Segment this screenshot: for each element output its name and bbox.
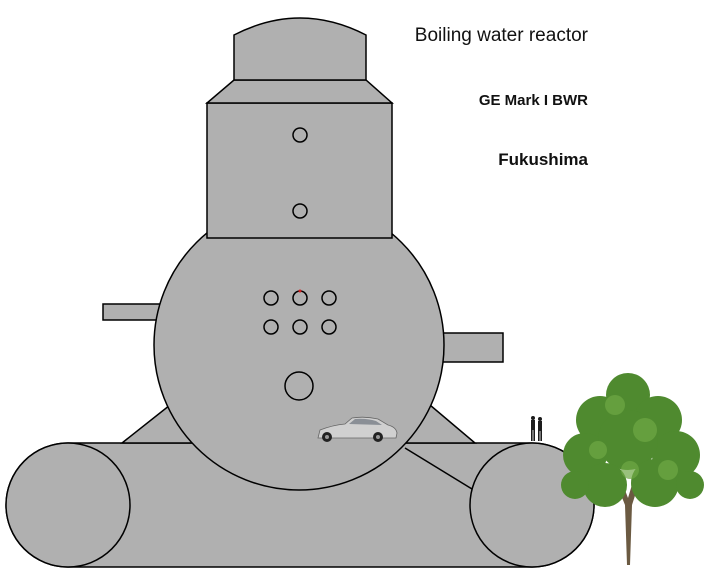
- penetration: [292, 319, 308, 335]
- personnel-hatch: [284, 371, 314, 401]
- drywell-sphere: [153, 199, 445, 491]
- red-marker: [298, 289, 302, 293]
- penetration: [321, 319, 337, 335]
- penetration: [263, 319, 279, 335]
- torus-right-end: [469, 442, 595, 568]
- penetration: [321, 290, 337, 306]
- upper-port-1: [292, 127, 308, 143]
- torus-left-end: [5, 442, 131, 568]
- diagram-title: Boiling water reactor: [414, 25, 588, 46]
- upper-port-2: [292, 203, 308, 219]
- car-icon: [317, 416, 398, 442]
- drywell-cone: [204, 79, 394, 104]
- people-icon: [531, 416, 542, 441]
- drywell-head-dome: [233, 17, 367, 81]
- penetration: [263, 290, 279, 306]
- site-label: Fukushima: [498, 150, 588, 169]
- reactor-model-label: GE Mark I BWR: [478, 92, 588, 109]
- vent-line: [404, 447, 473, 490]
- tree-icon: [561, 373, 704, 565]
- upper-drywell: [206, 102, 393, 239]
